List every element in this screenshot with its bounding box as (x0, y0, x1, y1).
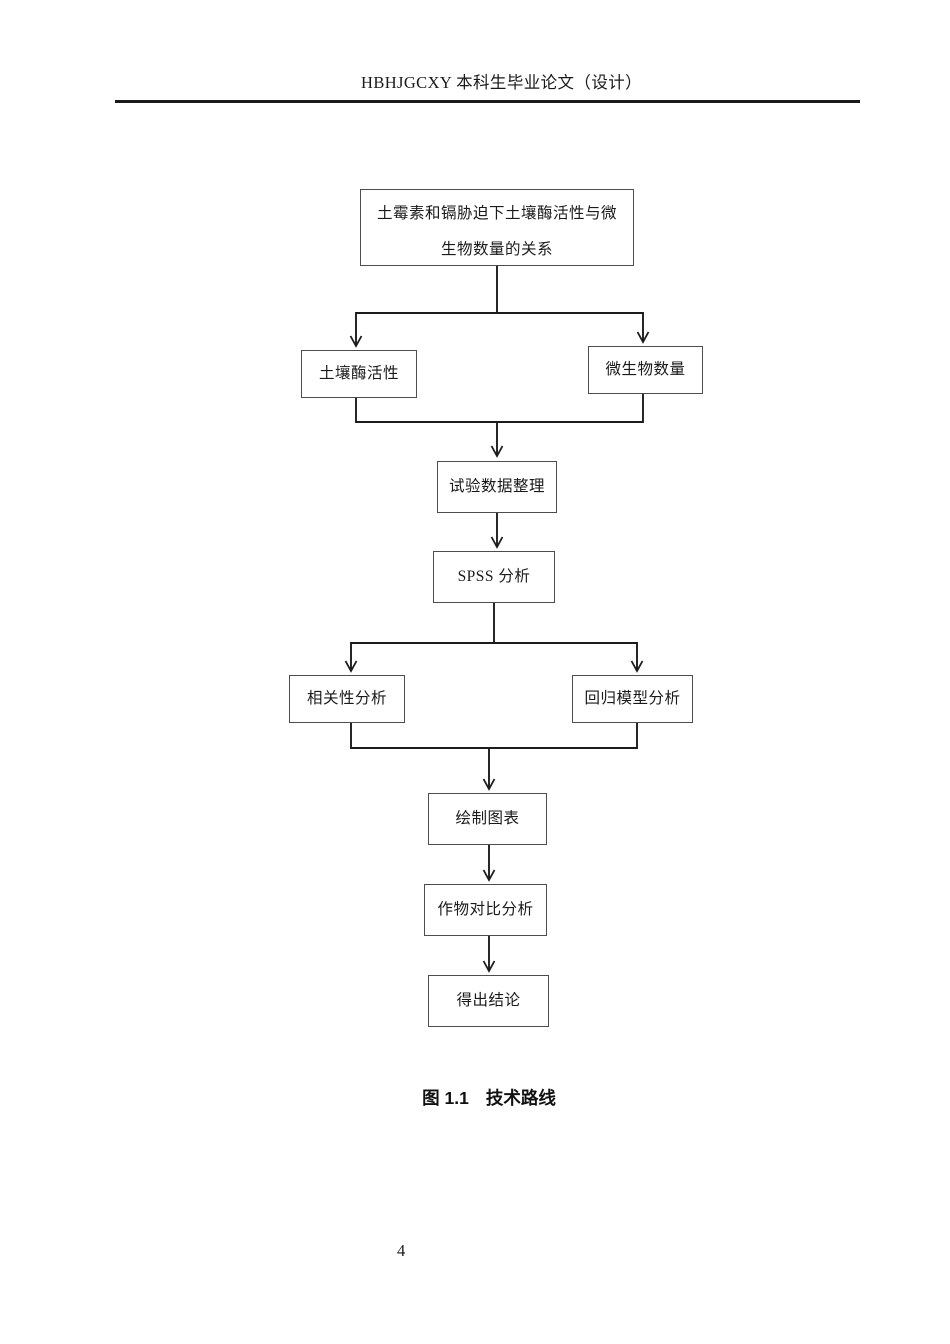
flowchart-node-charting: 绘制图表 (428, 793, 547, 845)
flowchart-node-spss: SPSS 分析 (433, 551, 555, 603)
root-label-line1: 土霉素和镉胁迫下土壤酶活性与微 (376, 204, 617, 222)
flowchart-node-root: 土霉素和镉胁迫下土壤酶活性与微 生物数量的关系 (360, 189, 634, 266)
flowchart-node-data-collation: 试验数据整理 (437, 461, 557, 513)
figure-caption-label: 图 1.1 (422, 1088, 469, 1108)
figure-caption-title: 技术路线 (485, 1088, 556, 1108)
page-number: 4 (397, 1241, 406, 1260)
conclusion-label: 得出结论 (456, 991, 521, 1009)
flowchart-node-correlation: 相关性分析 (289, 675, 405, 723)
spss-label: SPSS 分析 (457, 567, 531, 585)
figure-caption: 图 1.1 技术路线 (422, 1085, 556, 1110)
header-rule (115, 100, 860, 103)
flowchart-node-microbial-count: 微生物数量 (588, 346, 703, 394)
root-label-line2: 生物数量的关系 (440, 240, 553, 258)
soil-enzyme-label: 土壤酶活性 (318, 364, 399, 382)
flowchart-node-conclusion: 得出结论 (428, 975, 549, 1027)
crop-comparison-label: 作物对比分析 (437, 900, 534, 918)
microbial-count-label: 微生物数量 (605, 360, 686, 378)
flowchart-node-crop-comparison: 作物对比分析 (424, 884, 547, 936)
flowchart-node-soil-enzyme: 土壤酶活性 (301, 350, 417, 398)
data-collation-label: 试验数据整理 (448, 477, 545, 495)
correlation-label: 相关性分析 (306, 689, 387, 707)
flowchart-node-regression: 回归模型分析 (572, 675, 693, 723)
page-header-text: HBHJGCXY 本科生毕业论文（设计） (361, 73, 643, 92)
connector-lines (344, 266, 650, 973)
charting-label: 绘制图表 (455, 809, 520, 827)
regression-label: 回归模型分析 (584, 689, 681, 707)
